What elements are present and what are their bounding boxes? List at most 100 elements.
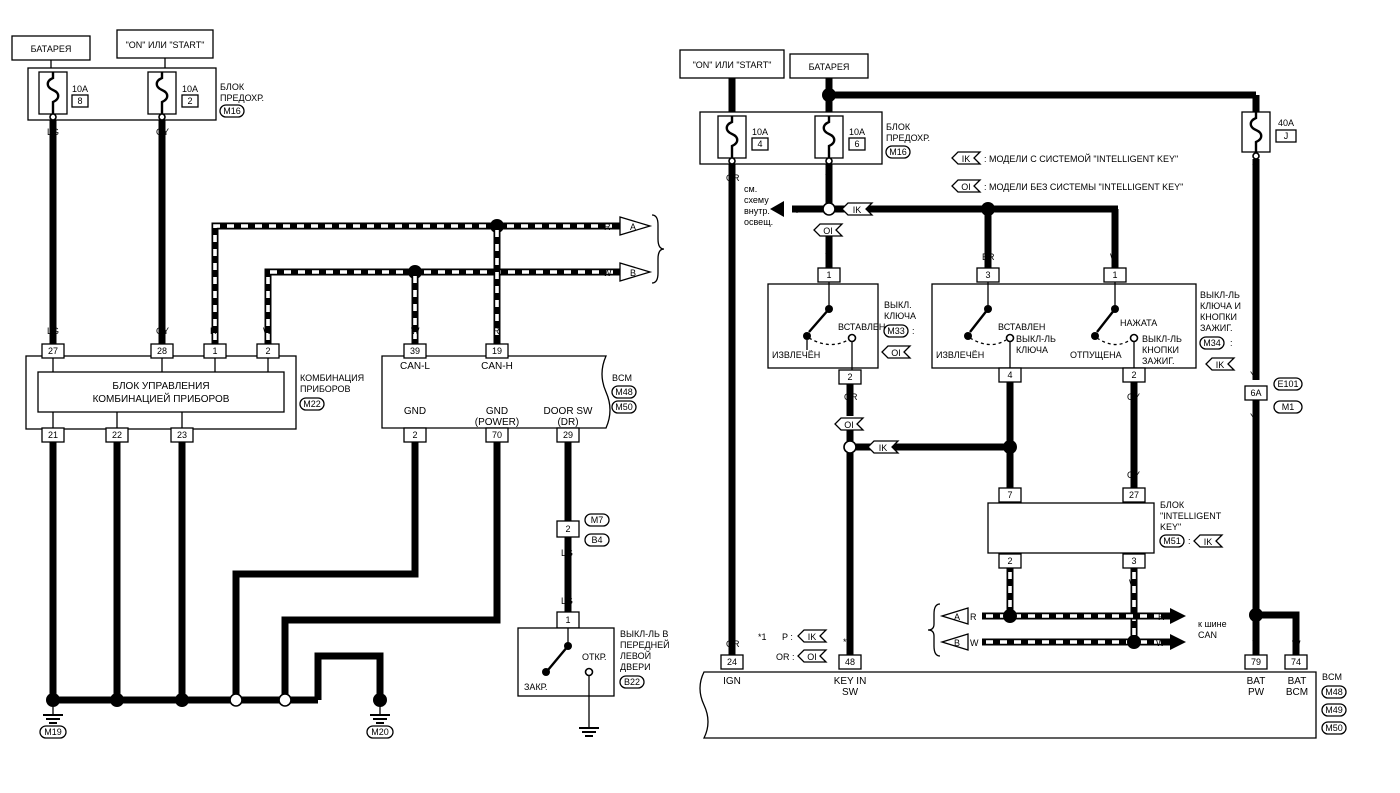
svg-text:40A: 40A [1278, 118, 1294, 128]
svg-text:IK: IK [808, 632, 817, 642]
svg-text:B: B [281, 674, 287, 684]
svg-text:IK: IK [1216, 360, 1225, 370]
svg-text:БЛОК: БЛОК [886, 122, 911, 132]
connector-pin: 79 [1244, 654, 1268, 670]
inline-connector-pin: 6A [1250, 388, 1261, 398]
connector-pin: 29 [556, 427, 580, 443]
bcm-connector: M49 [1325, 705, 1343, 715]
door-connector: M7 [591, 515, 604, 525]
on-start-label-right: "ON" ИЛИ "START" [693, 60, 772, 70]
svg-text::: : [1188, 536, 1191, 546]
connector-pin: 48 [838, 654, 862, 670]
battery-label-left: БАТАРЕЯ [31, 44, 72, 54]
svg-text:ВЫКЛ-ЛЬ: ВЫКЛ-ЛЬ [1142, 334, 1182, 344]
svg-text:ИЗВЛЕЧЁН: ИЗВЛЕЧЁН [772, 350, 820, 360]
svg-text:4: 4 [757, 139, 762, 149]
svg-text:3: 3 [1131, 556, 1136, 566]
svg-text:BR: BR [982, 252, 995, 262]
oi-tag: OI [823, 226, 833, 236]
svg-text:BCM: BCM [1322, 672, 1342, 682]
bcm-connector: M50 [1325, 723, 1343, 733]
connector-pin: 1 [1103, 267, 1127, 283]
svg-text:LG: LG [47, 127, 59, 137]
svg-text:B: B [178, 674, 184, 684]
svg-text:Y: Y [825, 252, 831, 262]
svg-text:B: B [314, 674, 320, 684]
door-switch-label: ЛЕВОЙ [620, 650, 651, 661]
svg-text:*1: *1 [843, 637, 852, 647]
connector-pin: 1 [817, 267, 841, 283]
svg-text:27: 27 [48, 346, 58, 356]
ground-icon [370, 707, 390, 724]
svg-text:W: W [1292, 639, 1301, 649]
ground-connector: M20 [371, 727, 389, 737]
svg-text:B: B [49, 674, 55, 684]
svg-text:27: 27 [1129, 490, 1139, 500]
key-switch [767, 283, 879, 369]
svg-text:LG: LG [47, 326, 59, 336]
svg-text:BCM: BCM [612, 373, 632, 383]
fuse-number: 8 [77, 96, 82, 106]
bus-b-tag: B [630, 268, 636, 278]
svg-text::: : [912, 326, 915, 336]
svg-text:КНОПКИ: КНОПКИ [1142, 345, 1179, 355]
svg-text:W: W [1129, 578, 1138, 588]
fuse-icon [147, 71, 177, 115]
svg-text:IK: IK [879, 443, 888, 453]
svg-text:внутр.: внутр. [744, 206, 770, 216]
svg-text:OI: OI [807, 652, 817, 662]
bcm-connector: M48 [1325, 687, 1343, 697]
connector-pin: 2 [1122, 367, 1146, 383]
svg-text:1: 1 [212, 346, 217, 356]
svg-text:ЗАЖИГ.: ЗАЖИГ. [1142, 356, 1175, 366]
svg-text::: : [1230, 338, 1233, 348]
svg-text:OI: OI [891, 348, 901, 358]
svg-text:GND: GND [404, 406, 426, 417]
ground-icon [43, 707, 63, 724]
ground-connector: M19 [44, 727, 62, 737]
front-left-door-switch [517, 627, 615, 697]
svg-text:B: B [376, 674, 382, 684]
fuse-icon [38, 71, 68, 115]
fuse-rating: 10A [182, 84, 198, 94]
connector-pin: 19 [485, 343, 509, 359]
svg-text:W: W [1156, 638, 1165, 648]
svg-text:КЛЮЧА И: КЛЮЧА И [1200, 301, 1241, 311]
svg-text:*1: *1 [758, 632, 767, 642]
connector-pin: 21 [41, 427, 65, 443]
svg-text:P: P [1006, 470, 1012, 480]
svg-text:2: 2 [1007, 556, 1012, 566]
svg-text:: МОДЕЛИ БЕЗ СИСТЕМЫ "INTELLIG: : МОДЕЛИ БЕЗ СИСТЕМЫ "INTELLIGENT KEY" [984, 182, 1183, 192]
door-connector: B4 [591, 535, 602, 545]
inline-connector-pin: 2 [565, 524, 570, 534]
fuse-block-label: ПРЕДОХР. [220, 93, 264, 103]
svg-text:74: 74 [1291, 657, 1301, 667]
svg-text:BAT: BAT [1247, 676, 1266, 687]
door-switch-label: ДВЕРИ [620, 662, 651, 672]
svg-text:OR: OR [726, 173, 740, 183]
svg-text:OI: OI [844, 420, 854, 430]
svg-text:J: J [1284, 131, 1289, 141]
connector-pin: 2 [256, 343, 280, 359]
connector-pin: 22 [105, 427, 129, 443]
cluster-connector: M22 [303, 399, 321, 409]
right-diagram: "ON" ИЛИ "START" БАТАРЕЯ 10A 4 10A 6 БЛО… [679, 49, 1347, 739]
connector-pin: 27 [41, 343, 65, 359]
cluster-unit-label: БЛОК УПРАВЛЕНИЯ [112, 381, 209, 392]
connector-pin: 23 [170, 427, 194, 443]
svg-text:21: 21 [48, 430, 58, 440]
svg-text:22: 22 [112, 430, 122, 440]
svg-text:Y: Y [825, 173, 831, 183]
svg-text:39: 39 [410, 346, 420, 356]
svg-text:IGN: IGN [723, 676, 741, 687]
svg-text:L: L [564, 452, 569, 462]
svg-text:(POWER): (POWER) [475, 417, 519, 428]
left-diagram: БАТАРЕЯ "ON" ИЛИ "START" 10A 8 10A 2 БЛО… [11, 29, 670, 739]
svg-text:Y: Y [1250, 370, 1256, 380]
svg-text:Y: Y [794, 205, 800, 215]
svg-text:10A: 10A [752, 127, 768, 137]
svg-text:6: 6 [854, 139, 859, 149]
fuse-icon [1241, 111, 1271, 153]
legend-oi: OI : МОДЕЛИ БЕЗ СИСТЕМЫ "INTELLIGENT KEY… [951, 179, 1183, 193]
